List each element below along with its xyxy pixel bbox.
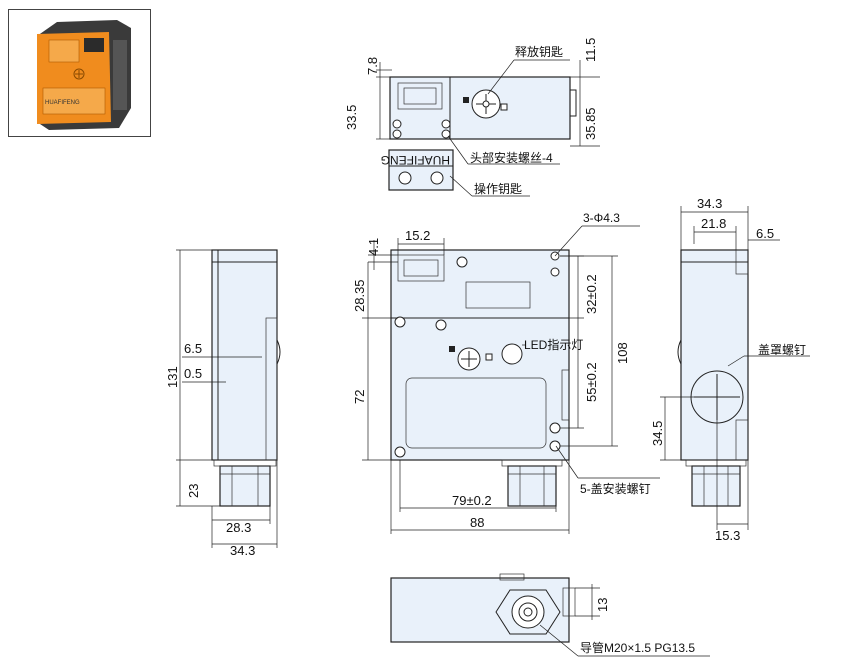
left-view-gland	[219, 465, 271, 507]
label-conduit: 导管M20×1.5 PG13.5	[580, 640, 695, 655]
dim-28-3: 28.3	[226, 520, 251, 535]
top-view: HUAFIFENG 7.8 33.5 11.5 35.85 释放钥匙 头部安装螺…	[344, 38, 600, 197]
dim-13: 13	[595, 598, 610, 612]
photo-brand-text: HUAFIFENG	[45, 100, 80, 106]
front-unlock-icon	[485, 353, 493, 361]
dim-28-35: 28.35	[352, 279, 367, 312]
label-led: LED指示灯	[524, 337, 583, 352]
dim-21-8: 21.8	[701, 216, 726, 231]
front-view-body	[390, 249, 570, 461]
operating-key	[388, 149, 454, 191]
dim-34-3-left: 34.3	[230, 543, 255, 558]
label-hole: 3-Φ4.3	[583, 211, 620, 225]
front-view-gland	[507, 465, 557, 507]
dim-7-8: 7.8	[365, 57, 380, 75]
dim-11-5: 11.5	[583, 38, 598, 62]
dim-131: 131	[165, 366, 180, 388]
dim-35-85: 35.85	[583, 107, 598, 140]
head-screw-icon	[392, 129, 402, 139]
dim-23: 23	[186, 484, 201, 498]
dim-15-2: 15.2	[405, 228, 430, 243]
led-indicator	[501, 343, 523, 365]
dim-0-5: 0.5	[184, 366, 202, 381]
label-cover-screw-right: 盖罩螺钉	[758, 343, 806, 357]
right-view-body	[680, 249, 749, 461]
front-hole-top	[456, 256, 468, 268]
right-view: 34.3 21.8 6.5 盖罩螺钉 34.5 15.3	[650, 196, 810, 543]
lock-icon	[463, 97, 469, 103]
dim-34-5: 34.5	[650, 421, 665, 446]
unlock-icon	[500, 103, 508, 111]
dim-4-1: 4.1	[366, 238, 381, 256]
dim-6-5-right: 6.5	[756, 226, 774, 241]
front-view: 15.2 4.1 28.35 72 3-Φ4.3 32±0.2 55±0.2 1…	[352, 211, 660, 534]
dim-108: 108	[615, 342, 630, 364]
dim-34-3-right: 34.3	[697, 196, 722, 211]
label-operating-key: 操作钥匙	[474, 181, 522, 196]
label-cover-screw: 5-盖安装螺钉	[580, 481, 651, 496]
bottom-view: 13 导管M20×1.5 PG13.5	[390, 573, 710, 657]
dim-15-3: 15.3	[715, 528, 740, 543]
label-head-screw: 头部安装螺丝-4	[470, 150, 553, 165]
dim-55: 55±0.2	[584, 362, 599, 402]
product-photo-drawing: HUAFIFENG	[37, 20, 131, 130]
left-view: 131 23 6.5 0.5 28.3 34.3	[165, 249, 281, 558]
right-view-gland	[691, 465, 741, 507]
dim-32: 32±0.2	[584, 274, 599, 314]
label-release-key: 释放钥匙	[515, 44, 563, 59]
dim-72: 72	[352, 390, 367, 404]
dim-88: 88	[470, 515, 484, 530]
dim-6-5: 6.5	[184, 341, 202, 356]
left-view-body	[211, 249, 278, 461]
dim-79: 79±0.2	[452, 493, 492, 508]
front-lock-icon	[449, 346, 455, 352]
product-photo: HUAFIFENG	[8, 9, 151, 137]
dim-33-5: 33.5	[344, 105, 359, 130]
key-brand-text: HUAFIFENG	[381, 153, 450, 167]
